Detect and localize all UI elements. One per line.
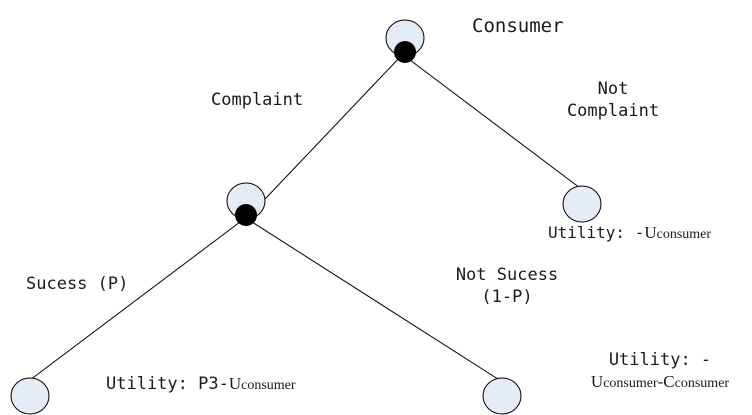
- branch-label-success: Sucess (P): [26, 274, 129, 294]
- branch-label-not-success: Not Sucess (1-P): [432, 264, 582, 308]
- edge-root-not-complaint: [409, 59, 581, 189]
- symbol-u: U: [644, 223, 657, 242]
- payoff-not-complaint: Utility: -Uconsumer: [548, 222, 711, 246]
- subscript-consumer: consumer: [603, 376, 658, 391]
- payoff-prefix: Utility: P3-: [106, 374, 229, 394]
- payoff-prefix: Utility: -: [548, 223, 645, 242]
- terminal-node-not-complaint: [562, 185, 602, 223]
- minus-sign: -: [657, 372, 664, 391]
- payoff-success: Utility: P3-Uconsumer: [106, 373, 296, 397]
- payoff-not-success-line2: Uconsumer-Cconsumer: [574, 371, 746, 395]
- symbol-u: U: [228, 374, 242, 393]
- symbol-u: U: [590, 372, 604, 391]
- subscript-consumer: consumer: [241, 378, 296, 393]
- complaint-decision-dot: [235, 204, 257, 226]
- symbol-c: C: [663, 372, 675, 391]
- root-label: Consumer: [472, 15, 564, 37]
- branch-label-not-complaint-line2: Complaint: [566, 101, 660, 121]
- payoff-not-success: Utility: - Uconsumer-Cconsumer: [574, 349, 746, 395]
- terminal-node-success: [10, 377, 50, 415]
- edge-root-complaint: [246, 54, 403, 219]
- branch-label-not-complaint: Not Complaint: [548, 78, 678, 122]
- subscript-consumer: consumer: [656, 227, 712, 242]
- branch-label-not-complaint-line1: Not: [597, 79, 629, 99]
- branch-label-not-success-line1: Not Sucess: [455, 265, 559, 285]
- payoff-not-success-line1: Utility: -: [608, 350, 712, 370]
- subscript-consumer: consumer: [674, 376, 730, 391]
- root-decision-dot: [394, 41, 416, 63]
- terminal-node-not-success: [482, 377, 522, 415]
- branch-label-complaint: Complaint: [211, 90, 304, 110]
- edge-complaint-success: [29, 221, 241, 381]
- edge-complaint-not-success: [251, 221, 502, 382]
- branch-label-not-success-line2: (1-P): [481, 287, 533, 307]
